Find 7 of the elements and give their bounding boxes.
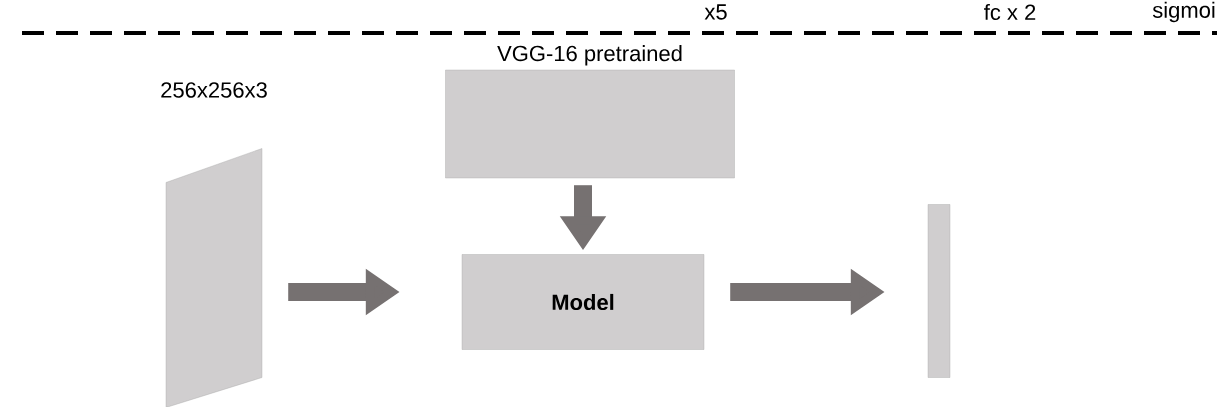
section-label: fc x 2 bbox=[984, 3, 1036, 21]
output-vector-bar bbox=[927, 204, 951, 378]
section-label: x5 bbox=[704, 4, 727, 20]
section-label: sigmoi bbox=[1152, 1, 1215, 23]
size-label: 256x256x3 bbox=[161, 82, 267, 98]
model-box: Model bbox=[461, 254, 705, 350]
box-heading: VGG-16 pretrained bbox=[497, 45, 682, 66]
